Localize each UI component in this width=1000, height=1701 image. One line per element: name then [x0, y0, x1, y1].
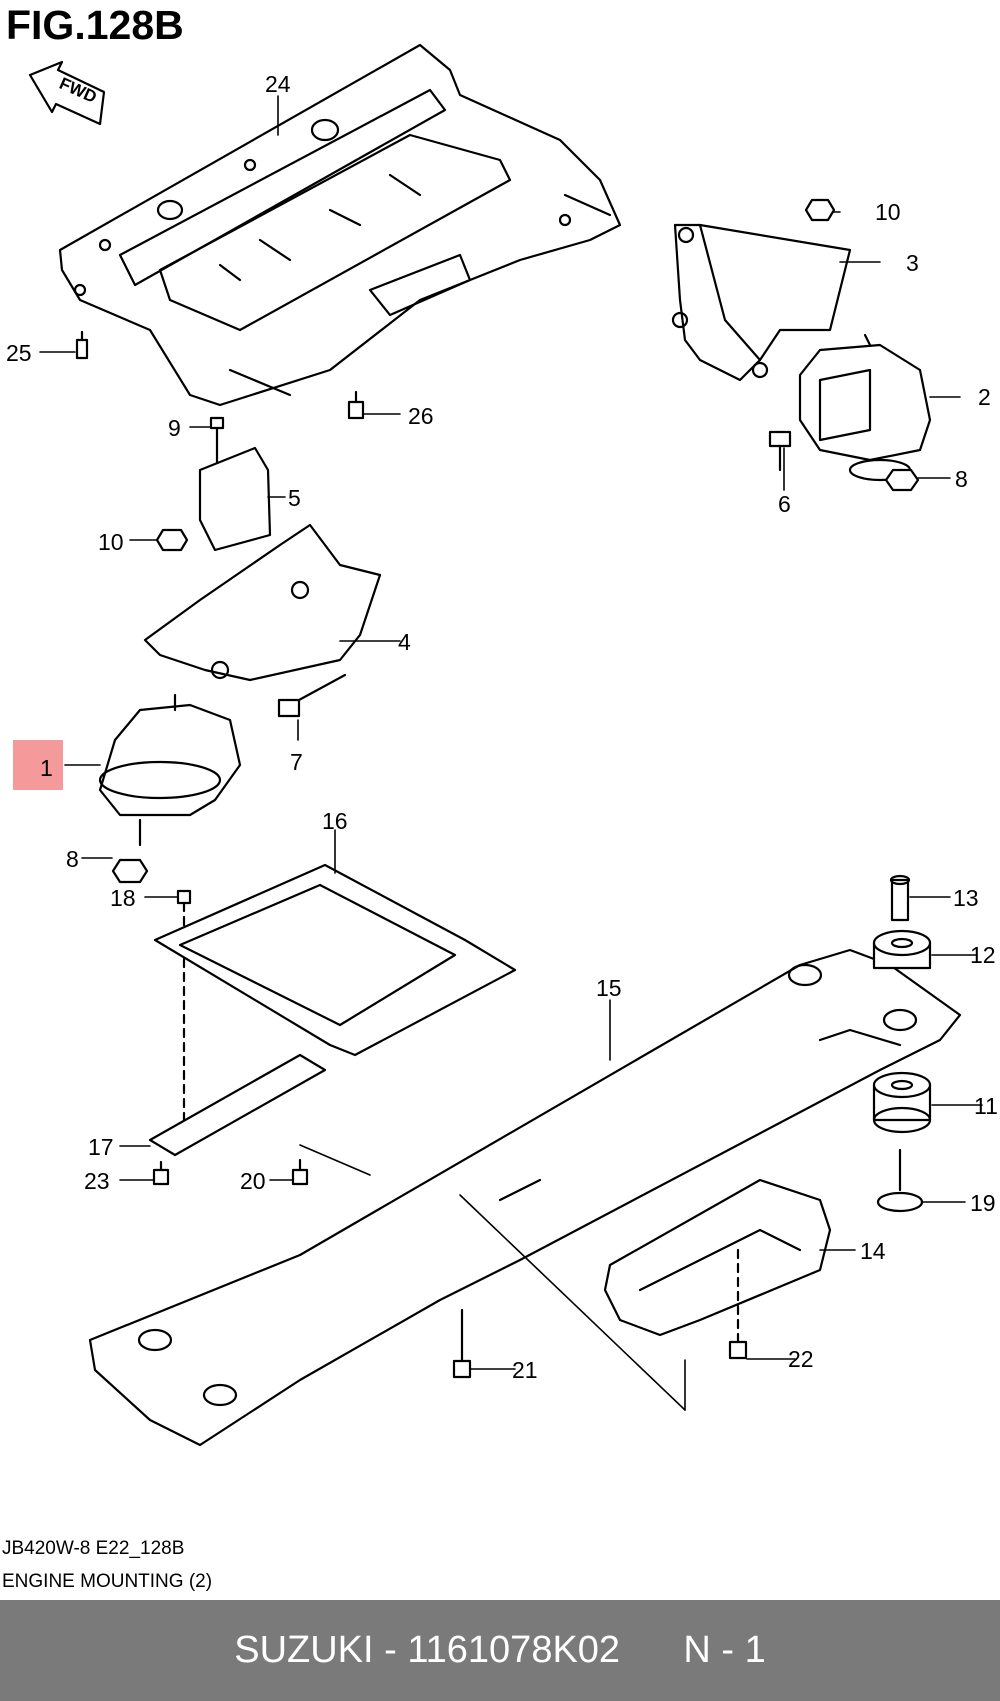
callout-24[interactable]: 24 — [265, 71, 291, 97]
callout-25[interactable]: 25 — [6, 340, 32, 366]
callout-7[interactable]: 7 — [290, 749, 303, 775]
part-26-bolt — [347, 390, 365, 420]
callout-17[interactable]: 17 — [88, 1134, 114, 1160]
part-7-bolt — [277, 673, 347, 718]
part-23-bolt — [152, 1160, 170, 1186]
callout-11[interactable]: 11 — [974, 1093, 998, 1119]
callout-18[interactable]: 18 — [110, 885, 136, 911]
part-8-nut-top — [884, 468, 920, 492]
callout-22[interactable]: 22 — [788, 1346, 814, 1372]
part-3-bracket — [671, 223, 852, 382]
callout-2[interactable]: 2 — [978, 384, 991, 410]
part-22-bolt — [728, 1248, 748, 1360]
part-10-nut-top — [804, 198, 836, 222]
callout-21[interactable]: 21 — [512, 1357, 538, 1383]
callout-14[interactable]: 14 — [860, 1238, 886, 1264]
callout-23[interactable]: 23 — [84, 1168, 110, 1194]
part-18-bolt — [176, 889, 192, 1142]
callout-19[interactable]: 19 — [970, 1190, 996, 1216]
part-5-bracket — [198, 446, 272, 552]
part-20-bolt — [291, 1158, 309, 1186]
part-25-bolt — [75, 330, 89, 360]
diagram-name: ENGINE MOUNTING (2) — [2, 1571, 213, 1592]
part-19-bolt — [876, 1148, 924, 1213]
part-21-bolt — [452, 1308, 472, 1379]
callout-8-top[interactable]: 8 — [955, 466, 968, 492]
part-24-under-cover — [58, 43, 622, 407]
callout-26[interactable]: 26 — [408, 403, 434, 429]
callout-1[interactable]: 1 — [40, 755, 53, 781]
footer-part-info: SUZUKI - 1161078K02 N - 1 — [234, 1629, 766, 1671]
callout-8-left[interactable]: 8 — [66, 846, 79, 872]
part-16-frame — [153, 863, 517, 1057]
fwd-arrow-icon — [28, 60, 106, 126]
leader-lines — [39, 95, 983, 1411]
part-2-mount — [798, 333, 932, 482]
callout-4[interactable]: 4 — [398, 629, 411, 655]
highlight-part-1[interactable] — [13, 740, 63, 790]
footer-bar: SUZUKI - 1161078K02 N - 1 — [0, 1600, 1000, 1701]
diagram-code: JB420W-8 E22_128B — [2, 1538, 185, 1559]
callout-20[interactable]: 20 — [240, 1168, 266, 1194]
callout-9[interactable]: 9 — [168, 415, 181, 441]
callout-5[interactable]: 5 — [288, 485, 301, 511]
callout-15[interactable]: 15 — [596, 975, 622, 1001]
figure-title: FIG.128B — [6, 2, 184, 48]
part-4-bracket — [143, 523, 382, 682]
part-10-nut-left — [155, 528, 189, 552]
callout-6[interactable]: 6 — [778, 491, 791, 517]
part-11-cushion — [872, 1071, 932, 1134]
part-17-plate — [148, 1053, 327, 1157]
part-14-mount — [603, 1178, 832, 1337]
callout-16[interactable]: 16 — [322, 808, 348, 834]
part-6-bolt — [768, 430, 792, 472]
callout-10-top[interactable]: 10 — [875, 199, 901, 225]
callout-10-left[interactable]: 10 — [98, 529, 124, 555]
callout-labels: 24 25 26 9 5 10 4 7 1 8 18 16 15 13 12 1… — [6, 71, 998, 1383]
part-13-sleeve — [889, 874, 911, 922]
part-12-cushion — [872, 929, 932, 970]
part-8-nut-left — [111, 858, 149, 884]
callout-13[interactable]: 13 — [953, 885, 979, 911]
part-15-crossmember — [88, 948, 962, 1447]
callout-12[interactable]: 12 — [970, 942, 996, 968]
part-1-engine-mount[interactable] — [98, 693, 242, 847]
callout-3[interactable]: 3 — [906, 250, 919, 276]
